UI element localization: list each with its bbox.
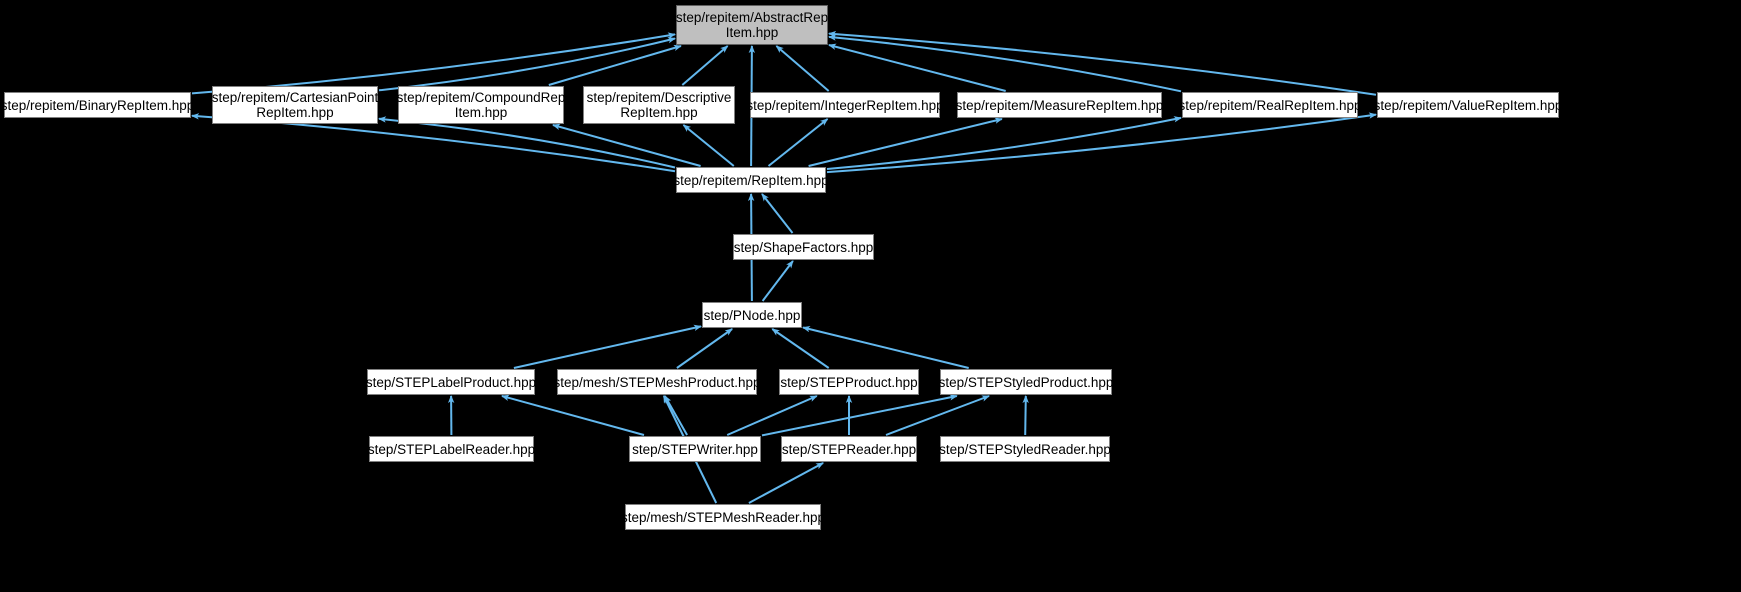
graph-edge-stepstyledreader-to-stepstyledproduct: [1022, 395, 1029, 436]
graph-edge-repitem-to-realrepitem: [826, 116, 1182, 170]
graph-edge-stepwriter-to-steplabelproduct: [501, 394, 645, 436]
graph-node-stepwriter[interactable]: step/STEPWriter.hpp: [629, 436, 761, 462]
graph-edge-compoundrep-to-abstractrepitem: [548, 44, 682, 86]
graph-node-stepstyledproduct[interactable]: step/STEPStyledProduct.hpp: [939, 369, 1113, 395]
graph-edge-repitem-to-descriptive: [682, 124, 735, 167]
graph-edge-stepwriter-to-stepproduct: [726, 395, 818, 436]
graph-edge-stepmeshreader-to-stepreader: [748, 462, 824, 504]
graph-edge-repitem-to-integerrepitem: [767, 118, 829, 167]
graph-edge-measurerepitem-to-abstractrepitem: [828, 43, 1006, 92]
graph-edge-stepreader-to-stepstyledproduct: [885, 395, 990, 436]
graph-edge-shapefactors-to-repitem: [761, 193, 794, 234]
graph-node-stepproduct[interactable]: step/STEPProduct.hpp: [779, 369, 919, 395]
graph-node-compoundrep[interactable]: step/repitem/CompoundRep Item.hpp: [397, 86, 565, 124]
graph-edge-descriptive-to-abstractrepitem: [681, 45, 729, 86]
graph-edge-steplabelproduct-to-pnode: [513, 324, 702, 369]
graph-node-integerrepitem[interactable]: step/repitem/IntegerRepItem.hpp: [746, 92, 944, 118]
graph-edge-repitem-to-binaryrepitem: [191, 113, 676, 173]
graph-edge-repitem-to-cartesianpoint: [378, 116, 676, 169]
graph-node-binaryrepitem[interactable]: step/repitem/BinaryRepItem.hpp: [1, 92, 194, 118]
graph-node-stepmeshproduct[interactable]: step/mesh/STEPMeshProduct.hpp: [553, 369, 761, 395]
graph-node-stepmeshreader[interactable]: step/mesh/STEPMeshReader.hpp: [621, 504, 825, 530]
graph-edge-binaryrepitem-to-abstractrepitem: [191, 32, 676, 95]
graph-node-realrepitem[interactable]: step/repitem/RealRepItem.hpp: [1178, 92, 1362, 118]
graph-node-measurerepitem[interactable]: step/repitem/MeasureRepItem.hpp: [956, 92, 1163, 118]
graph-edge-cartesianpoint-to-abstractrepitem: [378, 37, 676, 92]
graph-node-valuerepitem[interactable]: step/repitem/ValueRepItem.hpp: [1374, 92, 1562, 118]
graph-edge-repitem-to-valuerepitem: [826, 112, 1377, 174]
graph-edge-stepmeshproduct-to-pnode: [676, 328, 733, 369]
graph-edge-realrepitem-to-abstractrepitem: [828, 34, 1182, 93]
graph-node-descriptive[interactable]: step/repitem/Descriptive RepItem.hpp: [583, 86, 735, 124]
graph-node-stepreader[interactable]: step/STEPReader.hpp: [781, 436, 917, 462]
graph-node-pnode[interactable]: step/PNode.hpp: [702, 302, 802, 328]
graph-node-repitem[interactable]: step/repitem/RepItem.hpp: [673, 167, 829, 193]
graph-edge-repitem-to-compoundrep: [552, 123, 701, 167]
graph-edge-repitem-to-measurerepitem: [808, 117, 1003, 167]
graph-edge-stepstyledproduct-to-pnode: [802, 326, 969, 369]
graph-edge-valuerepitem-to-abstractrepitem: [828, 30, 1377, 96]
graph-node-cartesianpoint[interactable]: step/repitem/CartesianPoint RepItem.hpp: [212, 86, 378, 124]
graph-edge-stepproduct-to-pnode: [771, 328, 830, 369]
graph-node-shapefactors[interactable]: step/ShapeFactors.hpp: [733, 234, 874, 260]
graph-edge-pnode-to-shapefactors: [761, 260, 794, 302]
graph-node-steplabelproduct[interactable]: step/STEPLabelProduct.hpp: [366, 369, 536, 395]
graph-node-abstractrepitem: step/repitem/AbstractRep Item.hpp: [676, 5, 828, 45]
graph-node-stepstyledreader[interactable]: step/STEPStyledReader.hpp: [939, 436, 1111, 462]
graph-node-steplabelreader[interactable]: step/STEPLabelReader.hpp: [368, 436, 535, 462]
graph-edge-integerrepitem-to-abstractrepitem: [775, 45, 830, 92]
graph-edge-stepwriter-to-stepmeshproduct: [664, 395, 688, 436]
graph-edge-stepwriter-to-stepstyledproduct: [761, 394, 958, 437]
